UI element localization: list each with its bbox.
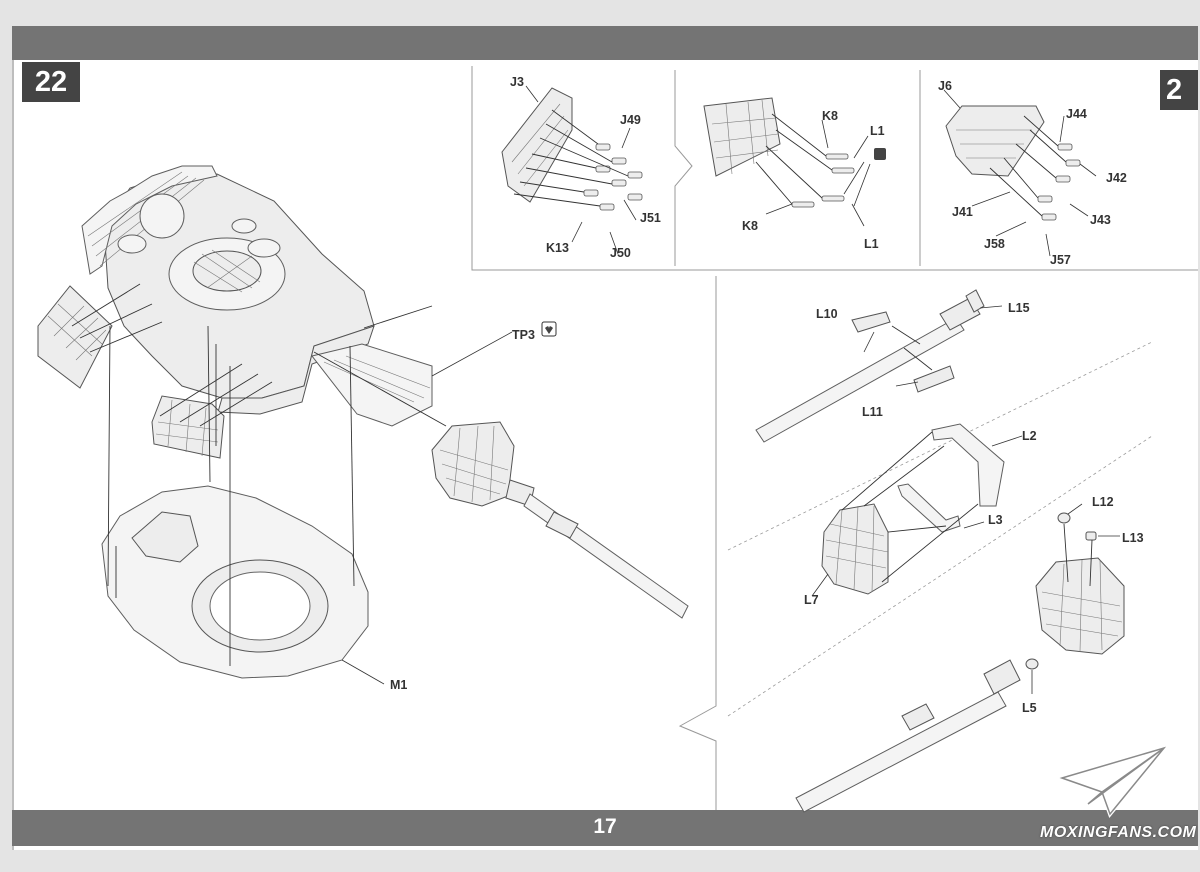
detail-k8-panel bbox=[703, 97, 886, 227]
turret-assembly bbox=[37, 165, 689, 679]
svg-text:L3: L3 bbox=[988, 513, 1003, 527]
svg-text:M1: M1 bbox=[390, 678, 407, 692]
glue-icon bbox=[541, 321, 557, 337]
bottom-band bbox=[12, 810, 1198, 846]
svg-text:J6: J6 bbox=[938, 79, 952, 93]
part-l13 bbox=[1085, 531, 1097, 541]
part-l5 bbox=[1025, 658, 1039, 670]
svg-text:L12: L12 bbox=[1092, 495, 1114, 509]
svg-text:L15: L15 bbox=[1008, 301, 1030, 315]
lower-armor-panel bbox=[151, 395, 225, 459]
svg-text:J3: J3 bbox=[510, 75, 524, 89]
part-l11 bbox=[913, 365, 955, 393]
svg-text:J42: J42 bbox=[1106, 171, 1127, 185]
part-l12 bbox=[1057, 512, 1071, 524]
paper-plane-logo bbox=[1058, 744, 1170, 818]
part-l2 bbox=[931, 423, 1005, 507]
svg-text:L1: L1 bbox=[864, 237, 879, 251]
turret-front bbox=[217, 325, 375, 415]
svg-text:L2: L2 bbox=[1022, 429, 1037, 443]
top-band bbox=[12, 26, 1198, 60]
svg-text:J58: J58 bbox=[984, 237, 1005, 251]
mantlet-l7-assembly bbox=[811, 423, 1023, 597]
svg-text:L7: L7 bbox=[804, 593, 819, 607]
svg-text:J50: J50 bbox=[610, 246, 631, 260]
svg-text:J51: J51 bbox=[640, 211, 661, 225]
step-number: 22 bbox=[22, 62, 80, 102]
assembly-diagram: J3 J49 J51 K13 J50 K8 L1 K8 L1 J6 J44 J4… bbox=[37, 66, 1198, 813]
svg-text:K13: K13 bbox=[546, 241, 569, 255]
svg-text:L13: L13 bbox=[1122, 531, 1144, 545]
cement-icon bbox=[874, 148, 886, 160]
svg-text:J43: J43 bbox=[1090, 213, 1111, 227]
barrel-l15-assembly bbox=[755, 289, 1003, 443]
svg-text:J57: J57 bbox=[1050, 253, 1071, 267]
detail-j3-panel bbox=[501, 85, 643, 255]
watermark-text: MOXINGFANS.COM bbox=[1040, 824, 1197, 841]
exploded-view-lines bbox=[71, 283, 447, 666]
svg-text:L11: L11 bbox=[862, 405, 883, 419]
part-l10 bbox=[851, 311, 891, 333]
left-armor-panel bbox=[37, 285, 113, 389]
panel-separators bbox=[471, 66, 1198, 810]
svg-text:L10: L10 bbox=[816, 307, 838, 321]
detail-j6-panel bbox=[943, 89, 1097, 257]
svg-text:L5: L5 bbox=[1022, 701, 1037, 715]
stowage-rack bbox=[81, 165, 218, 275]
turret-base-m1 bbox=[101, 485, 369, 679]
svg-text:K8: K8 bbox=[822, 109, 838, 123]
svg-text:J49: J49 bbox=[620, 113, 641, 127]
part-labels: J3 J49 J51 K13 J50 K8 L1 K8 L1 J6 J44 J4… bbox=[390, 75, 1144, 715]
next-step-number: 2 bbox=[1160, 70, 1198, 110]
page-number: 17 bbox=[593, 815, 617, 838]
instruction-page: 17 22 2 bbox=[12, 26, 1198, 850]
svg-text:L1: L1 bbox=[870, 124, 885, 138]
svg-text:J41: J41 bbox=[952, 205, 973, 219]
svg-text:K8: K8 bbox=[742, 219, 758, 233]
part-l3 bbox=[897, 483, 961, 533]
svg-text:J44: J44 bbox=[1066, 107, 1087, 121]
main-gun bbox=[431, 421, 689, 619]
final-gun-assembly bbox=[795, 503, 1125, 813]
svg-text:TP3: TP3 bbox=[512, 328, 535, 342]
